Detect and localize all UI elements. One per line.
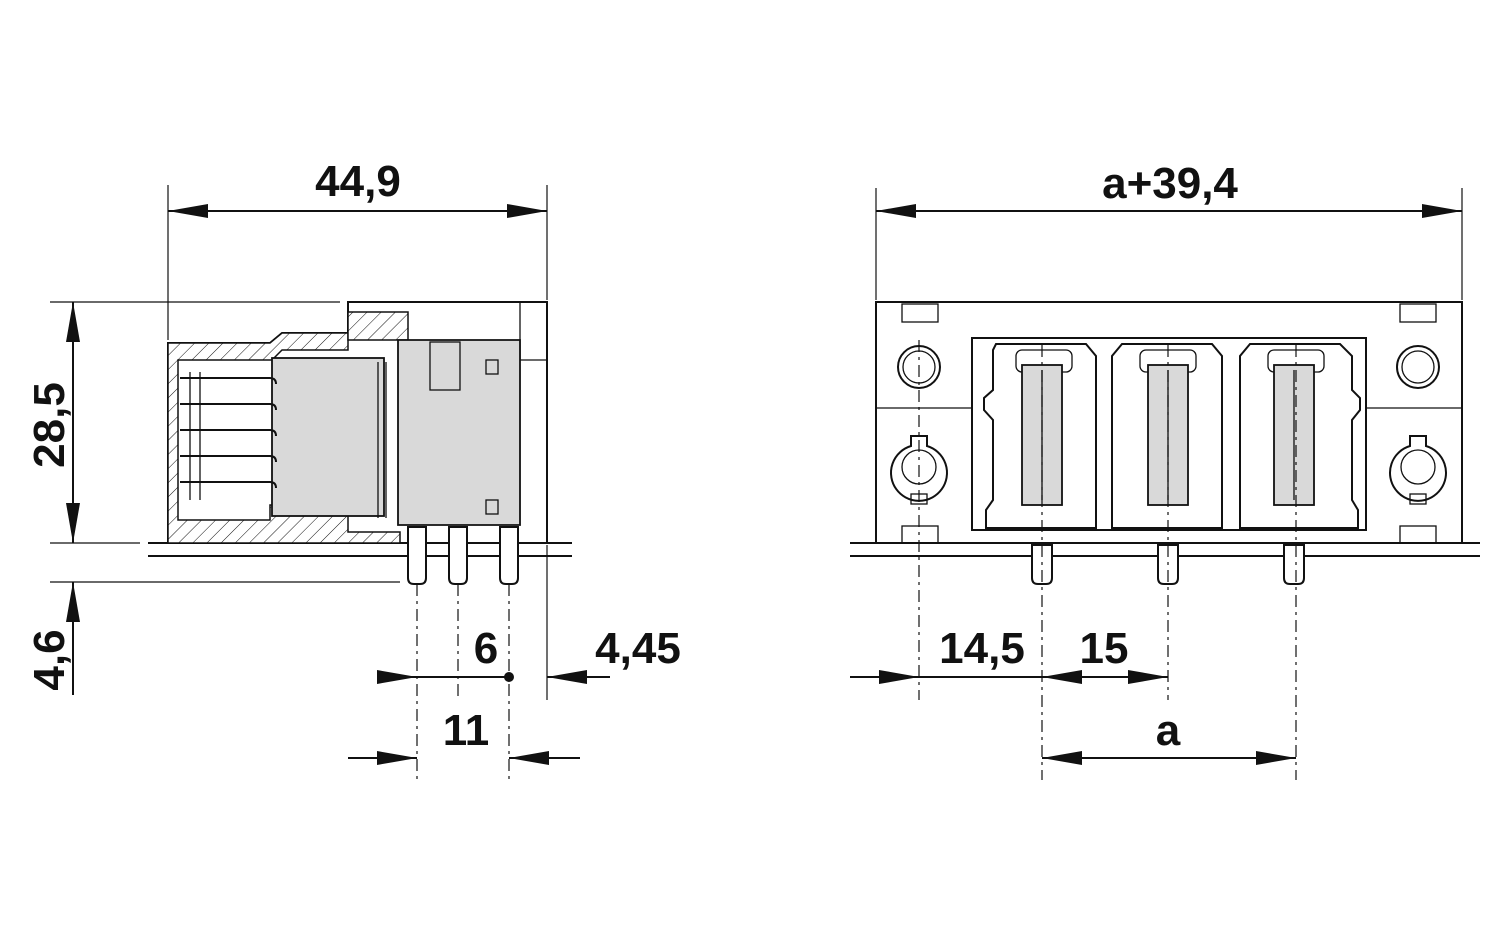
side-hatched-top — [347, 311, 409, 341]
front-dimensions: a+39,4 14,5 15 a — [850, 159, 1463, 765]
side-hatched-section — [167, 332, 401, 544]
side-window-bottom — [485, 499, 499, 515]
front-screw-right — [1389, 435, 1447, 505]
dim-a: a — [1156, 706, 1181, 755]
side-latch — [429, 341, 461, 391]
side-solder-pins — [407, 526, 519, 585]
side-insert-left — [271, 357, 385, 517]
front-socket-frame — [971, 337, 1367, 531]
side-insert-right — [397, 339, 521, 526]
dim-4-45: 4,45 — [595, 624, 681, 673]
dim-11: 11 — [443, 706, 490, 755]
side-contact-springs — [180, 372, 277, 500]
side-window-top — [485, 359, 499, 375]
dim-15: 15 — [1080, 624, 1129, 673]
front-hole-right — [1396, 345, 1440, 389]
front-socket-3 — [1239, 343, 1361, 529]
dim-14-5: 14,5 — [939, 624, 1025, 673]
dim-44-9: 44,9 — [315, 157, 401, 206]
dim-6: 6 — [474, 624, 498, 673]
dim-a-39-4: a+39,4 — [1102, 159, 1238, 208]
dim-4-6: 4,6 — [25, 629, 74, 690]
front-view — [850, 301, 1480, 780]
dim-28-5: 28,5 — [25, 382, 74, 468]
side-dimensions: 44,9 28,5 4,6 6 4,45 11 — [25, 157, 681, 765]
side-view — [148, 301, 572, 780]
